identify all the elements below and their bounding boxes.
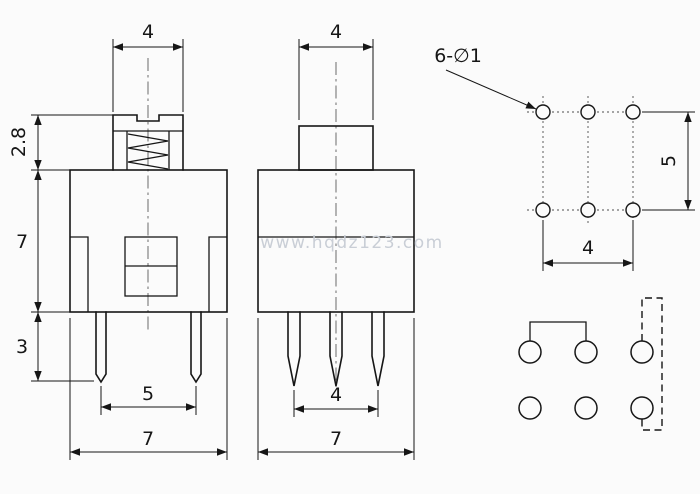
dim-label-col-span: 4 — [582, 237, 594, 259]
mounting-hole — [535, 202, 551, 218]
watermark: www.hqdz123.com — [260, 233, 444, 253]
switch-body — [69, 169, 228, 313]
terminal-node — [518, 340, 542, 364]
side-view: 4 4 7 — [257, 21, 415, 460]
dim-label-overall-width: 7 — [142, 428, 154, 450]
mounting-hole — [625, 104, 641, 120]
pin-left — [95, 311, 107, 384]
dim-label-pin-span: 4 — [330, 384, 342, 406]
contact-bridge-dashed — [641, 297, 663, 431]
hole-callout-label: 6-∅1 — [434, 45, 482, 67]
body-left-shoulder — [70, 236, 89, 312]
dim-label-overall-width: 7 — [330, 428, 342, 450]
dim-label-pin-pitch: 5 — [142, 383, 154, 405]
circuit-schematic — [518, 297, 663, 431]
terminal-node — [518, 396, 542, 420]
pin-right — [371, 311, 385, 387]
terminal-node — [630, 396, 654, 420]
mounting-hole — [625, 202, 641, 218]
button-cap — [298, 125, 374, 171]
pin-middle — [329, 311, 343, 387]
pin-left — [287, 311, 301, 387]
button-cap — [112, 114, 184, 171]
dim-label-cap-height: 2.8 — [8, 127, 30, 157]
mounting-hole — [535, 104, 551, 120]
dim-label-button-width: 4 — [330, 21, 342, 43]
leader-arrow — [445, 69, 537, 110]
front-view: 4 2.8 7 3 5 7 — [8, 21, 228, 460]
mounting-hole — [580, 202, 596, 218]
terminal-node — [630, 340, 654, 364]
pin-right — [190, 311, 202, 384]
dim-label-pin-length: 3 — [16, 336, 28, 358]
pad-layout: 6-∅1 5 4 — [434, 45, 695, 271]
terminal-node — [574, 340, 598, 364]
terminal-node — [574, 396, 598, 420]
dim-label-body-height: 7 — [16, 231, 28, 253]
spring-zigzag — [127, 133, 169, 170]
contact-bridge-solid — [529, 321, 587, 341]
dim-label-row-pitch: 5 — [658, 155, 680, 167]
body-right-shoulder — [208, 236, 227, 312]
mounting-hole — [580, 104, 596, 120]
dim-label-button-width: 4 — [142, 21, 154, 43]
